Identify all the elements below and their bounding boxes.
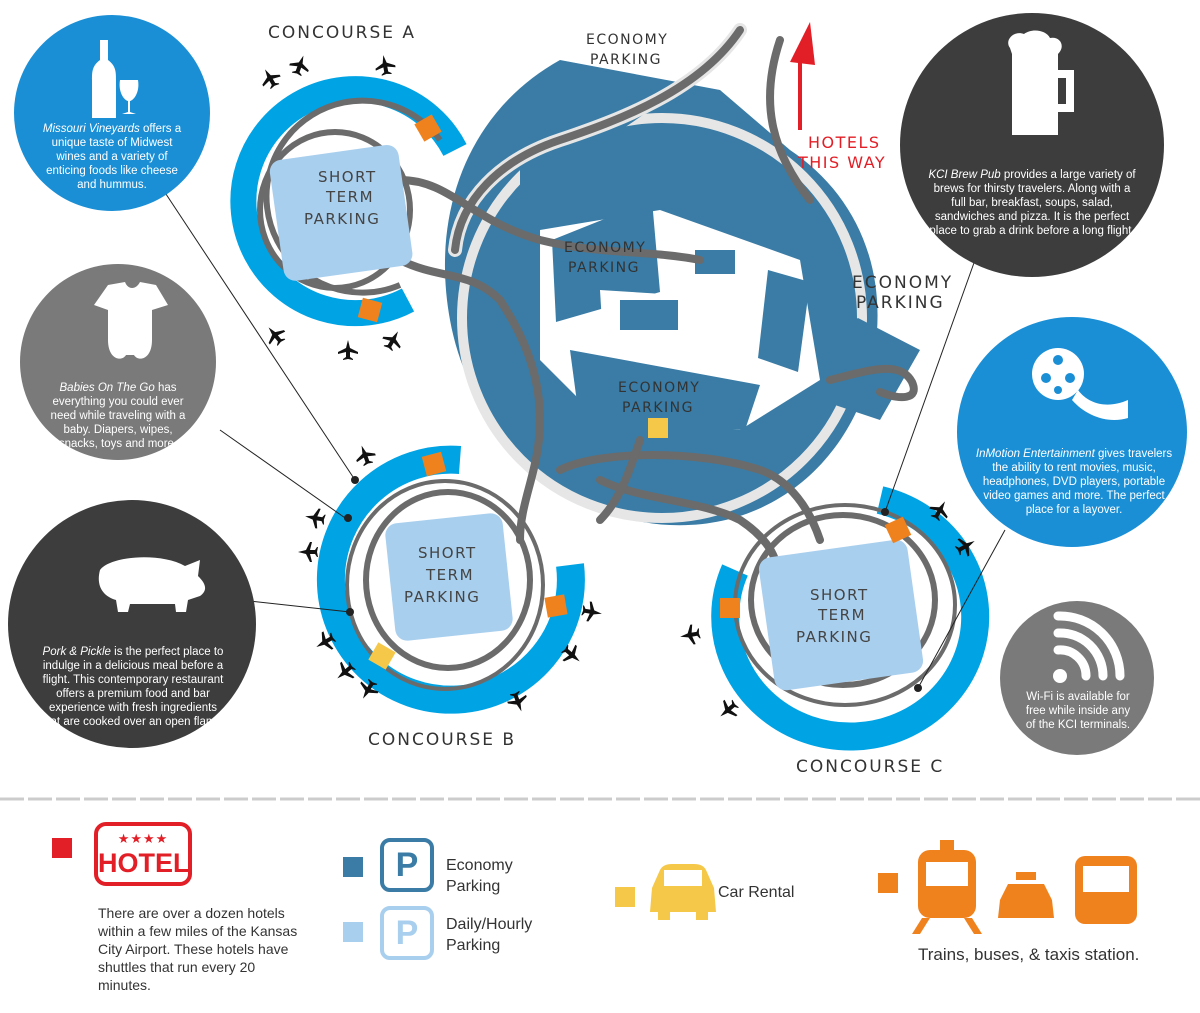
train-icon <box>912 840 982 934</box>
babies-bubble <box>20 264 216 460</box>
brewpub-bubble <box>900 13 1164 277</box>
hotel-badge: ★★★★ HOTEL <box>94 822 192 886</box>
pork-desc: is the perfect place to indulge in a del… <box>40 646 226 728</box>
vineyards-desc: offers a unique taste of Midwest wines a… <box>46 123 182 191</box>
economy-legend-label: Economy Parking <box>446 855 513 897</box>
short-term-c-line3: PARKING <box>796 628 872 646</box>
car-window <box>664 870 702 886</box>
economy-legend-line1: Economy <box>446 857 513 874</box>
economy-parking-center-label-2: PARKING <box>622 400 694 416</box>
pork-text: Pork & Pickle is the perfect place to in… <box>38 645 228 729</box>
roads <box>396 23 918 594</box>
train-window <box>926 862 968 886</box>
short-term-c-line1: SHORT <box>810 586 869 604</box>
transit-legend-swatch <box>878 873 898 893</box>
short-term-b-line3: PARKING <box>404 588 480 606</box>
economy-legend-line2: Parking <box>446 878 501 895</box>
economy-parking-right-label-2: PARKING <box>856 293 945 313</box>
callout-lines <box>159 184 1006 689</box>
daily-p-letter: P <box>395 914 419 952</box>
bus-window <box>1083 866 1129 892</box>
economy-parking-top-label: ECONOMY <box>586 32 668 48</box>
hotel-legend-swatch <box>52 838 72 858</box>
economy-legend-swatch <box>343 857 363 877</box>
wifi-bubble <box>1000 601 1154 755</box>
airplane-icons <box>262 55 975 717</box>
onesie-icon <box>94 282 168 359</box>
brewpub-desc: provides a large variety of brews for th… <box>929 169 1136 237</box>
short-term-a-line3: PARKING <box>304 210 380 228</box>
daily-legend-line1: Daily/Hourly <box>446 916 533 933</box>
economy-parking-badge: P <box>380 838 434 892</box>
beer-mug-icon <box>1008 30 1074 135</box>
brewpub-name: KCI Brew Pub <box>928 169 1001 181</box>
babies-desc: has everything you could ever need while… <box>50 382 186 450</box>
short-term-b-line2: TERM <box>425 566 474 584</box>
babies-text: Babies On The Go has everything you coul… <box>48 381 188 451</box>
hotels-this-way-label: HOTELS <box>808 133 881 152</box>
pig-icon <box>98 557 206 612</box>
concourse-c <box>711 486 990 751</box>
hotels-this-way-label-2: THIS WAY <box>797 153 886 172</box>
wifi-icon <box>1053 611 1125 683</box>
vineyards-name: Missouri Vineyards <box>42 123 140 135</box>
pork-name: Pork & Pickle <box>42 646 111 658</box>
vineyards-text: Missouri Vineyards offers a unique taste… <box>37 122 187 192</box>
concourse-b <box>316 445 585 714</box>
wine-icon <box>92 40 139 118</box>
economy-parking-mid-label: ECONOMY <box>564 240 646 256</box>
daily-legend-label: Daily/Hourly Parking <box>446 914 532 956</box>
short-term-b-line1: SHORT <box>418 544 477 562</box>
babies-name: Babies On The Go <box>59 382 155 394</box>
economy-parking-center-label: ECONOMY <box>618 380 700 396</box>
wifi-text: Wi-Fi is available for free while inside… <box>1025 691 1131 731</box>
concourse-b-label: CONCOURSE B <box>368 730 516 750</box>
pork-bubble <box>8 500 256 748</box>
transit-label: Trains, buses, & taxis station. <box>918 945 1140 964</box>
daily-legend-swatch <box>343 922 363 942</box>
short-term-c-line2: TERM <box>817 606 866 624</box>
hotel-stars: ★★★★ <box>117 831 169 846</box>
concourse-a-label: CONCOURSE A <box>268 23 416 43</box>
film-reel-icon <box>1032 348 1128 420</box>
inmotion-name: InMotion Entertainment <box>975 448 1095 460</box>
short-term-a-line1: SHORT <box>318 168 377 186</box>
hotels-arrow <box>790 22 815 130</box>
car-rental-legend-swatch <box>615 887 635 907</box>
concourse-c-label: CONCOURSE C <box>796 757 944 777</box>
brewpub-text: KCI Brew Pub provides a large variety of… <box>926 168 1138 238</box>
inmotion-bubble <box>957 317 1187 547</box>
economy-p-letter: P <box>395 846 419 884</box>
economy-parking-mid-label-2: PARKING <box>568 260 640 276</box>
daily-legend-line2: Parking <box>446 937 501 954</box>
short-term-a-line2: TERM <box>325 188 374 206</box>
car-rental-marker <box>648 418 668 438</box>
hotel-description: There are over a dozen hotels within a f… <box>98 905 298 993</box>
inmotion-desc: gives travelers the ability to rent movi… <box>982 448 1173 516</box>
economy-parking-top-label-2: PARKING <box>590 52 662 68</box>
car-rental-label: Car Rental <box>718 884 795 901</box>
daily-parking-badge: P <box>380 906 434 960</box>
hotel-word: HOTEL <box>98 848 190 878</box>
taxi-icon <box>998 872 1054 918</box>
concourse-a <box>230 76 467 327</box>
economy-parking-right-label: ECONOMY <box>852 273 953 293</box>
inmotion-text: InMotion Entertainment gives travelers t… <box>968 447 1180 517</box>
